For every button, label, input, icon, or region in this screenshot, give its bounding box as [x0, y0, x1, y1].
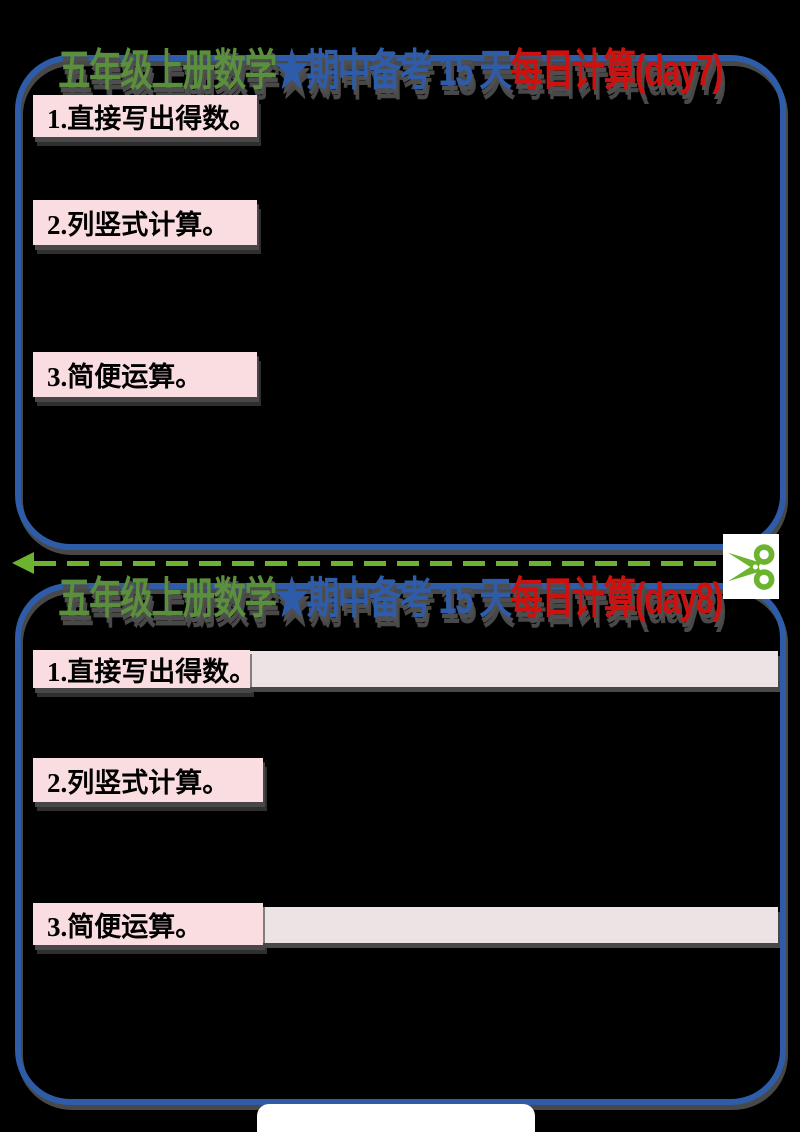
cut-dashed-line: [34, 561, 722, 566]
title-daily-segment: 每日计算(day7): [510, 46, 723, 95]
title-exam-segment: ★期中备考 15 天: [275, 46, 512, 95]
worksheet-title-day7: 五年级上册数学★期中备考 15 天每日计算(day7): [58, 46, 800, 97]
title-daily-segment: 每日计算(day8): [510, 574, 723, 623]
bottom-watermark-blank: [257, 1104, 535, 1132]
scissors-icon: [723, 534, 779, 599]
worksheet-title-text: 五年级上册数学★期中备考 15 天每日计算(day8): [58, 574, 723, 625]
task-label-text: 1.直接写出得数。: [47, 656, 257, 687]
task-label-vertical-calculation: 2.列竖式计算。: [33, 758, 263, 802]
task-label-text: 1.直接写出得数。: [47, 103, 257, 134]
task-label-text: 2.列竖式计算。: [47, 767, 230, 798]
answer-area-strip: [250, 651, 778, 687]
task-label-text: 2.列竖式计算。: [47, 210, 230, 240]
task-label-direct-calculation: 1.直接写出得数。: [33, 95, 257, 137]
worksheet-title-day8: 五年级上册数学★期中备考 15 天每日计算(day8): [58, 574, 800, 625]
task-label-simplified-calculation: 3.简便运算。: [33, 352, 257, 397]
worksheet-title-text: 五年级上册数学★期中备考 15 天每日计算(day7): [58, 46, 723, 97]
worksheet-card-day7: 五年级上册数学★期中备考 15 天每日计算(day7) 1.直接写出得数。 2.…: [15, 46, 786, 550]
task-label-simplified-calculation: 3.简便运算。: [33, 903, 263, 945]
title-exam-segment: ★期中备考 15 天: [275, 574, 512, 623]
cut-arrow-icon: [12, 552, 34, 574]
task-label-text: 3.简便运算。: [47, 911, 203, 942]
title-grade-segment: 五年级上册数学: [58, 46, 277, 95]
task-label-direct-calculation: 1.直接写出得数。: [33, 650, 256, 688]
worksheet-card-day8: 五年级上册数学★期中备考 15 天每日计算(day8) 1.直接写出得数。 2.…: [15, 574, 786, 1105]
task-label-text: 3.简便运算。: [47, 362, 203, 392]
task-label-vertical-calculation: 2.列竖式计算。: [33, 200, 257, 245]
title-grade-segment: 五年级上册数学: [58, 574, 277, 623]
answer-area-strip: [263, 907, 778, 943]
